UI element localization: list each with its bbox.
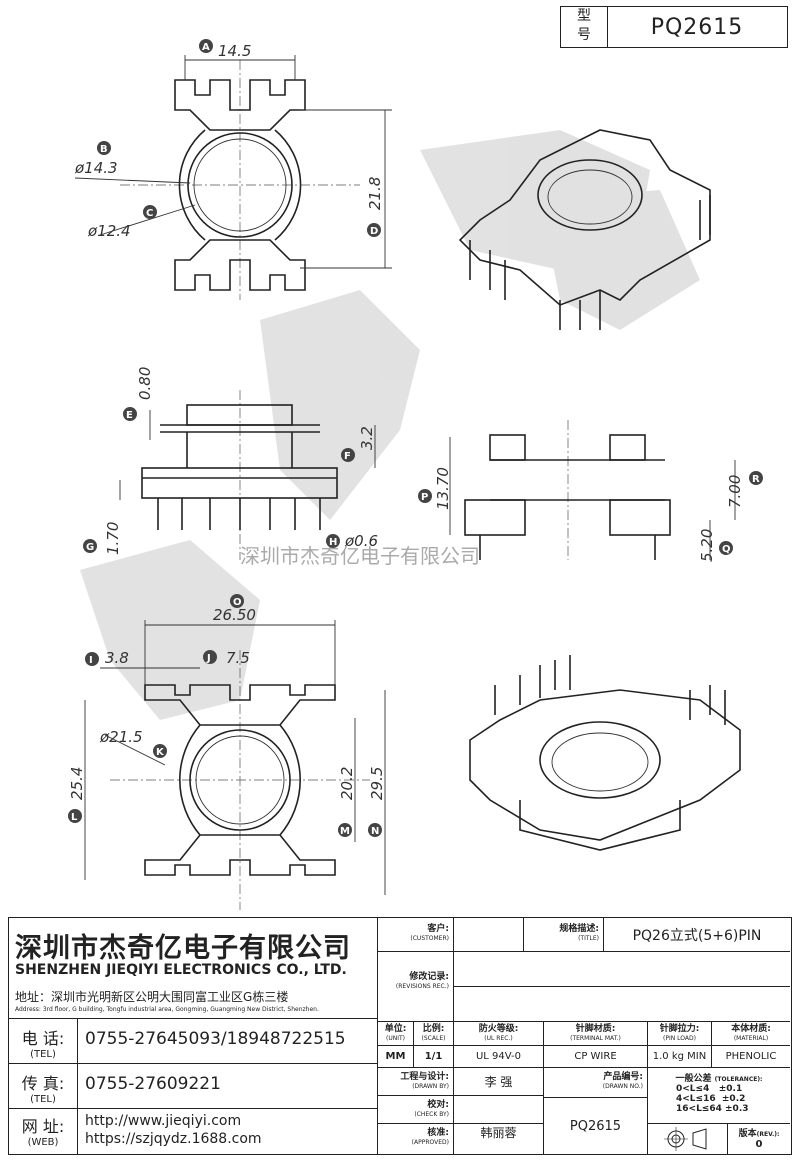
third-angle-projection-icon [664, 1127, 707, 1151]
dim-b: ø14.3 [74, 159, 118, 177]
dim-f: 3.2 [358, 426, 376, 450]
company-address-en: Address: 3rd floor, G building, Tongfu i… [15, 1006, 319, 1013]
web-link-1[interactable]: http://www.jieqiyi.com [85, 1113, 242, 1129]
svg-text:C: C [146, 208, 153, 219]
dim-i: 3.8 [105, 649, 129, 667]
svg-text:H: H [329, 537, 337, 548]
badge-l: L [68, 809, 82, 823]
dim-g: 1.70 [104, 522, 122, 555]
svg-text:J: J [206, 653, 211, 664]
dim-p: 13.70 [434, 467, 452, 510]
web-link-2[interactable]: https://szjqydz.1688.com [85, 1131, 262, 1147]
drawn-value: 李 强 [454, 1068, 544, 1096]
badge-d: D [367, 223, 381, 237]
svg-text:L: L [71, 812, 78, 823]
drawno-value: PQ2615 [544, 1098, 648, 1154]
svg-text:N: N [371, 826, 379, 837]
front-view: 13.70 7.00 5.20 [434, 420, 744, 562]
model-number: PQ2615 [650, 14, 744, 40]
badge-o: O [230, 594, 244, 608]
tel-value: 0755-27645093/18948722515 [85, 1029, 346, 1049]
web-row: 网 址: (WEB) http://www.jieqiyi.com https:… [9, 1108, 377, 1155]
badge-r: R [749, 471, 763, 485]
bottom-view: 26.50 3.8 7.5 ø21.5 25.4 20.2 29.5 [68, 606, 386, 910]
revision-line-1 [454, 952, 790, 987]
badge-k: K [153, 744, 167, 758]
revision-line-2 [454, 987, 790, 1022]
svg-text:M: M [340, 826, 350, 837]
badge-h: H [326, 534, 340, 548]
fax-value: 0755-27609221 [85, 1074, 221, 1094]
dim-r: 7.00 [726, 475, 744, 508]
badge-m: M [338, 823, 352, 837]
dim-h: ø0.6 [344, 532, 378, 550]
badge-i: I [85, 652, 99, 666]
approved-value: 韩丽蓉 [454, 1110, 544, 1154]
company-address: 地址：深圳市光明新区公明大围同富工业区G栋三楼 [15, 990, 289, 1004]
dim-a: 14.5 [218, 42, 251, 60]
dim-d: 21.8 [366, 177, 384, 210]
watermark-text: 深圳市杰奇亿电子有限公司 [240, 544, 480, 568]
unit-value: MM [378, 1046, 414, 1068]
iso-view-top [458, 129, 711, 330]
ul-value: UL 94V-0 [454, 1046, 544, 1068]
material-value: PHENOLIC [712, 1046, 790, 1068]
revision-number: 版本(REV.): 0 [738, 1129, 780, 1150]
side-view: 0.80 3.2 1.70 ø0.6 [104, 367, 378, 560]
customer-value [454, 918, 524, 952]
dim-l: 25.4 [68, 767, 86, 800]
tolerance-block: 一般公差 (TOLERANCE): 0<L≤4 ±0.1 4<L≤16 ±0.2… [648, 1068, 790, 1124]
badge-j: J [203, 650, 217, 664]
svg-text:A: A [202, 42, 210, 53]
dim-o: 26.50 [213, 606, 256, 624]
svg-text:R: R [752, 474, 760, 485]
svg-text:D: D [370, 226, 378, 237]
projection-symbol [648, 1124, 728, 1154]
badge-n: N [368, 823, 382, 837]
spec-value: PQ26立式(5+6)PIN [604, 918, 790, 952]
watermark-logo [80, 130, 700, 720]
svg-text:B: B [100, 144, 108, 155]
model-title-box: 型 号 PQ2615 [560, 6, 788, 48]
badge-q: Q [719, 541, 733, 555]
badge-p: P [418, 489, 432, 503]
dimension-badges: A B C D E F G H O I J K L M N P R Q [68, 39, 763, 837]
svg-text:P: P [421, 492, 428, 503]
iso-view-bottom [469, 655, 741, 851]
badge-b: B [97, 141, 111, 155]
terminal-value: CP WIRE [544, 1046, 648, 1068]
dim-n: 29.5 [368, 767, 386, 800]
svg-text:E: E [126, 410, 133, 421]
svg-text:O: O [233, 597, 242, 608]
top-view-small: 14.5 ø14.3 ø12.4 21.8 [74, 42, 392, 300]
dim-e: 0.80 [136, 367, 154, 400]
badge-g: G [83, 539, 97, 553]
technical-drawing: 深圳市杰奇亿电子有限公司 14.5 ø14.3 ø12.4 21.8 [68, 39, 763, 910]
svg-text:Q: Q [722, 544, 731, 555]
badge-a: A [199, 39, 213, 53]
type-label: 型 号 [561, 7, 608, 47]
fax-row: 传 真: (TEL) 0755-27609221 [9, 1063, 377, 1108]
dim-q: 5.20 [698, 529, 716, 562]
dim-j: 7.5 [226, 649, 250, 667]
company-name-cn: 深圳市杰奇亿电子有限公司 [15, 933, 351, 964]
svg-text:F: F [344, 451, 351, 462]
svg-text:G: G [86, 542, 94, 553]
dim-m: 20.2 [338, 767, 356, 800]
dim-k: ø21.5 [99, 728, 143, 746]
badge-e: E [123, 407, 137, 421]
spec-block: 客户:(CUSTOMER) 规格描述:(TITLE) PQ26立式(5+6)PI… [378, 917, 792, 1155]
pinload-value: 1.0 kg MIN [648, 1046, 712, 1068]
dim-c: ø12.4 [87, 222, 131, 240]
badge-f: F [341, 448, 355, 462]
company-name-en: SHENZHEN JIEQIYI ELECTRONICS CO., LTD. [15, 962, 347, 978]
company-block: 深圳市杰奇亿电子有限公司 SHENZHEN JIEQIYI ELECTRONIC… [8, 917, 378, 1155]
scale-value: 1/1 [414, 1046, 454, 1068]
badge-c: C [143, 205, 157, 219]
svg-text:K: K [156, 747, 165, 758]
svg-text:I: I [89, 655, 93, 666]
tel-row: 电 话: (TEL) 0755-27645093/18948722515 [9, 1018, 377, 1063]
